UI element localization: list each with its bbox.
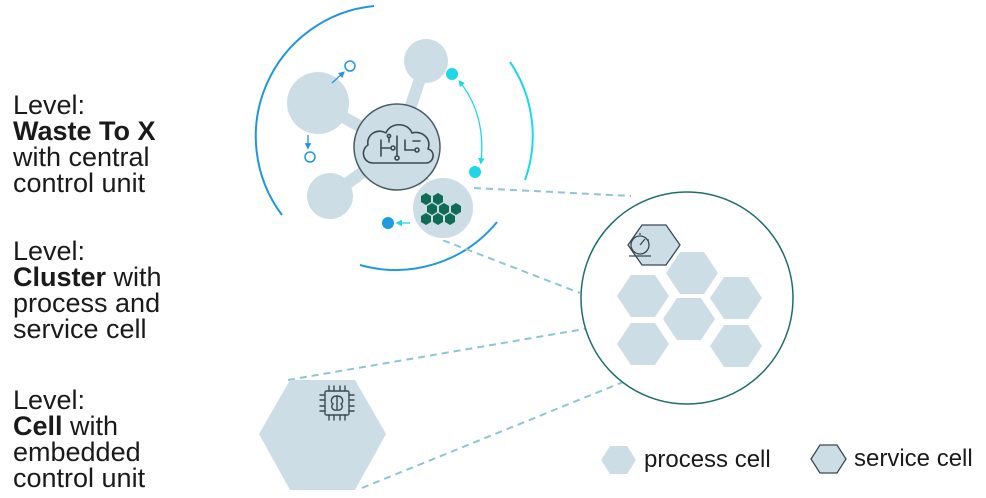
level-waste-to-x-label: Level: Waste To X with central control u… xyxy=(13,90,156,198)
flow-dot-cyan-right xyxy=(469,166,481,178)
flow-dot-cyan-top xyxy=(446,68,458,80)
chip-brain-icon xyxy=(319,385,355,421)
legend-process-swatch xyxy=(601,446,636,474)
satellite-node-bottom-left xyxy=(307,173,353,219)
level-suffix: with xyxy=(106,262,162,292)
level-description-line: with central xyxy=(13,142,150,172)
cluster-level xyxy=(580,191,794,405)
central-control-unit xyxy=(353,103,441,191)
legend-service-cell-label: service cell xyxy=(854,445,973,472)
data-flow-markers xyxy=(304,60,485,229)
level-description-line: control unit xyxy=(13,463,146,493)
process-cell xyxy=(666,252,718,294)
legend-process-cell-label: process cell xyxy=(644,446,771,473)
gauge-gear-icon xyxy=(629,233,651,257)
service-cell xyxy=(627,224,681,266)
level-prefix: Level: xyxy=(13,236,86,266)
level-description-line: control unit xyxy=(13,168,146,198)
level-prefix: Level: xyxy=(13,385,86,415)
cluster-node xyxy=(411,176,475,240)
flow-dot-hollow-left xyxy=(304,151,316,163)
legend-service-swatch xyxy=(810,444,847,474)
level-suffix: with xyxy=(62,411,119,441)
level-description-line: process and xyxy=(13,288,161,318)
level-name: Cluster xyxy=(13,262,107,292)
process-cell xyxy=(710,325,762,367)
level-description-line: service cell xyxy=(13,314,147,344)
cloud-circuit-icon xyxy=(362,123,434,164)
embedded-cell xyxy=(259,380,386,490)
outer-orbit-arcs xyxy=(254,5,534,271)
cell-level xyxy=(259,380,386,490)
level-name: Waste To X xyxy=(13,116,156,146)
process-cell xyxy=(710,277,762,319)
flow-dot-hollow-top xyxy=(344,60,356,72)
zoom-connectors xyxy=(287,187,661,489)
satellite-node-top xyxy=(404,39,448,83)
process-cells xyxy=(617,252,762,367)
flow-dot-blue-bottom xyxy=(382,217,394,229)
green-hex-cluster xyxy=(421,193,461,225)
process-cell xyxy=(617,275,669,317)
process-cell xyxy=(663,298,715,340)
level-description-line: embedded xyxy=(13,437,141,467)
level-prefix: Level: xyxy=(13,90,86,120)
process-cell xyxy=(617,323,669,365)
level-name: Cell xyxy=(13,411,63,441)
level-cluster-label: Level: Cluster with process and service … xyxy=(13,236,162,344)
satellite-node-left xyxy=(287,72,349,134)
level-cell-label: Level: Cell with embedded control unit xyxy=(13,385,146,493)
